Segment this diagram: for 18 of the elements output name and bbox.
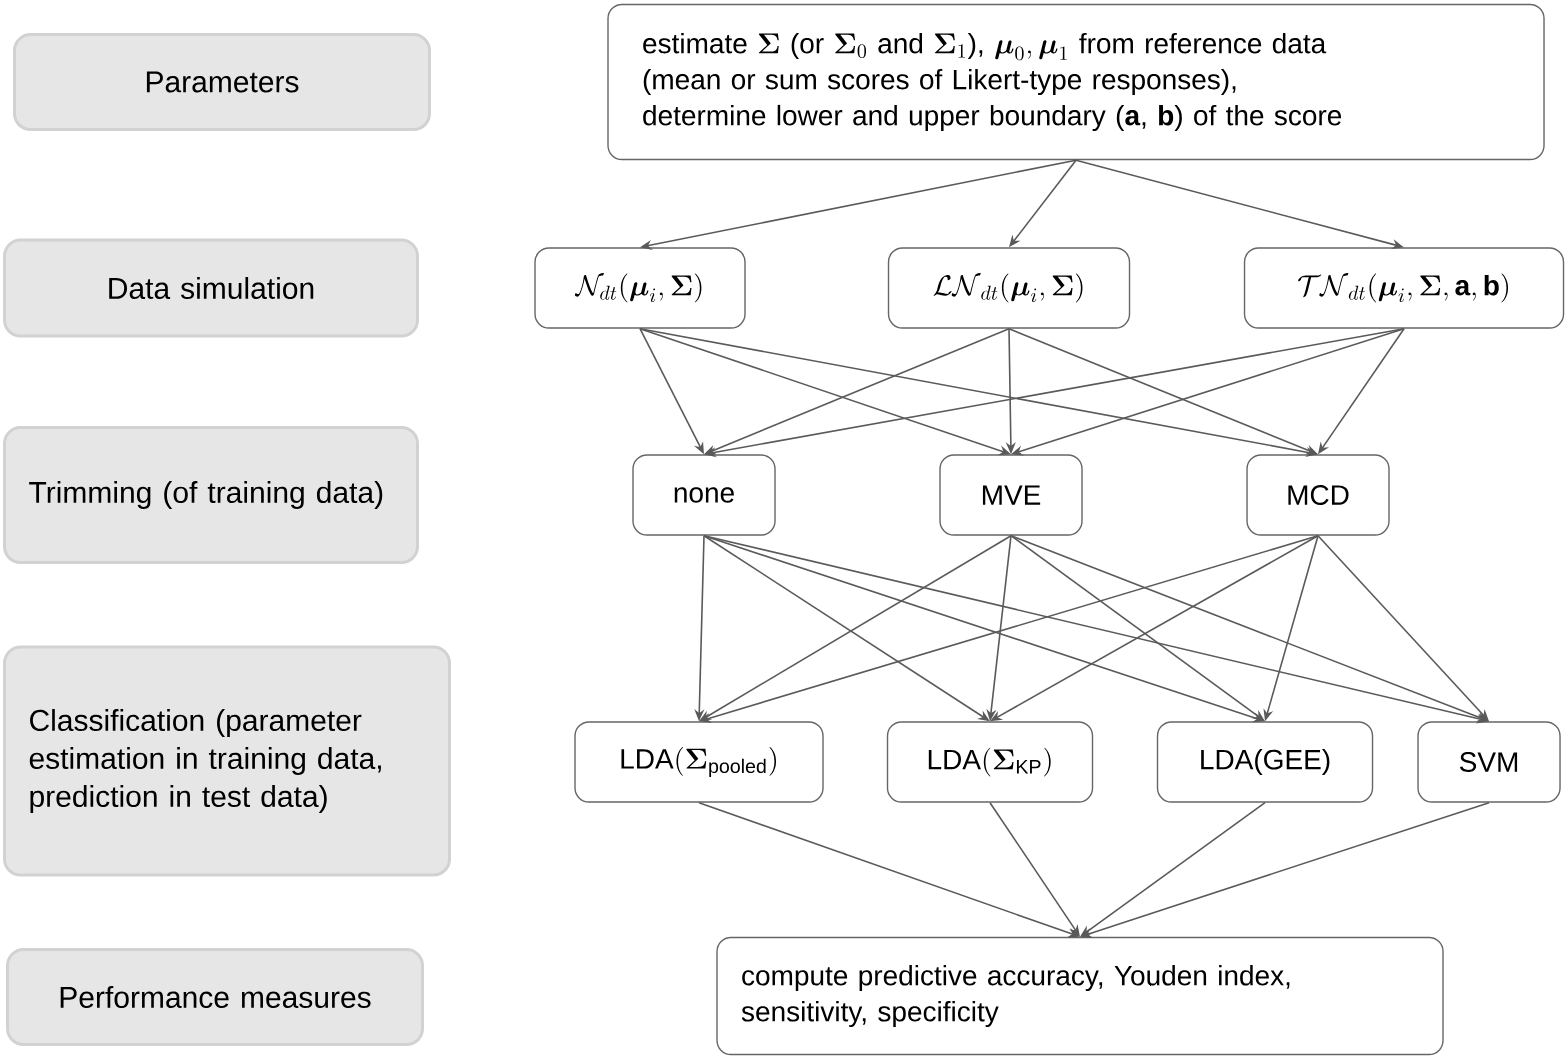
process-box: none <box>632 454 776 536</box>
arrow <box>1080 801 1266 937</box>
process-box: SVM <box>1417 721 1561 803</box>
process-box: $\mathcal{LN}_{dt}(\boldsymbol{\mu}_i,\boldsymbol{\Sigma})$ <box>887 247 1131 329</box>
process-box: MVE <box>939 454 1083 536</box>
process-box: $\begin{array}{l}\text{estimate }\boldsymbol{\Sigma}\text{ (or }\boldsymbol{\Sigma}_0\text{ and }\boldsymbol{\Sigma}_1\text{), }\boldsymbol{\mu}_0,\boldsymbol{\mu}_1\text{ from reference data}\\ \text{(mean or sum scores of Likert-type responses),}\\ \text{determine lower and upper boundary (}\textbf{a}\text{, }\textbf{b}\text{) of the score}\end{array}$ <box>607 3 1545 161</box>
stage-box: Data simulation <box>3 238 419 338</box>
stage-box: Trimming (of training data) <box>3 426 419 564</box>
process-box: $\text{LDA}(\boldsymbol{\Sigma}_{\text{KP}})$ <box>886 721 1094 803</box>
process-box: $\mathcal{N}_{dt}(\boldsymbol{\mu}_i,\boldsymbol{\Sigma})$ <box>534 247 746 329</box>
process-box: MCD <box>1246 454 1390 536</box>
process-box: $\text{LDA}(\boldsymbol{\Sigma}_{\text{pooled}})$ <box>574 721 824 803</box>
process-box: compute predictive accuracy, Youden index, sensitivity, specificity <box>716 936 1444 1056</box>
process-box: LDA(GEE) <box>1156 721 1374 803</box>
stage-box: Performance measures <box>6 948 424 1046</box>
stage-box: Classification (parameter estimation in training data, prediction in test data) <box>3 645 451 877</box>
stage-box: Parameters <box>13 33 431 131</box>
process-box: $\mathcal{TN}_{dt}(\boldsymbol{\mu}_i,\boldsymbol{\Sigma},\mathbf{a},\mathbf{b})$ <box>1243 247 1565 329</box>
